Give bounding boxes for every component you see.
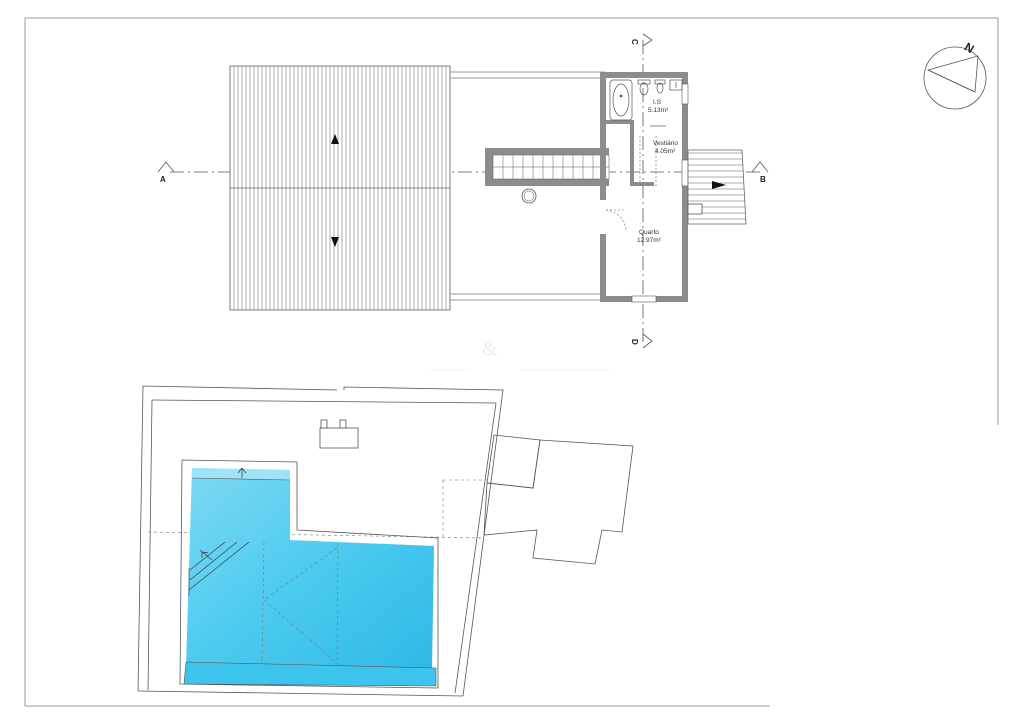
roof-slats [229,65,451,311]
room-name-is: I.S [653,99,662,106]
bathroom-fixtures [609,79,683,127]
section-label-c: C [630,39,639,45]
arrow-up-icon [201,551,209,558]
swimming-pool [183,467,437,687]
section-label-d: D [630,339,639,345]
watermark: & [482,338,498,360]
arrow-down-icon [331,237,339,247]
pool-equipment [319,427,359,449]
pool-surround [179,459,439,689]
open-area-outline [450,71,605,301]
north-compass-icon [923,46,987,110]
room-area-is: 5.13m² [648,107,669,114]
annex-outline [483,434,634,565]
arrow-up-icon [237,467,247,478]
sheet-frame [24,17,999,707]
site-outline [137,385,504,697]
pool-equipment-tab [339,419,347,429]
room-name-quarto: Quarto [639,229,659,236]
window-marks [631,83,689,303]
room-area-vestiario: 4.05m² [655,148,676,155]
section-label-b: B [760,175,766,184]
arrow-right-icon [712,181,726,189]
section-label-a: A [160,175,166,184]
bedroom-walls [600,72,688,302]
staircase [485,148,610,204]
room-name-vestiario: Vestiário [653,140,678,147]
door-swings [605,136,657,233]
pool-equipment-tab [320,419,328,429]
room-area-quarto: 12.97m² [637,237,662,244]
arrow-up-icon [331,134,339,144]
section-line-cd [642,33,653,349]
